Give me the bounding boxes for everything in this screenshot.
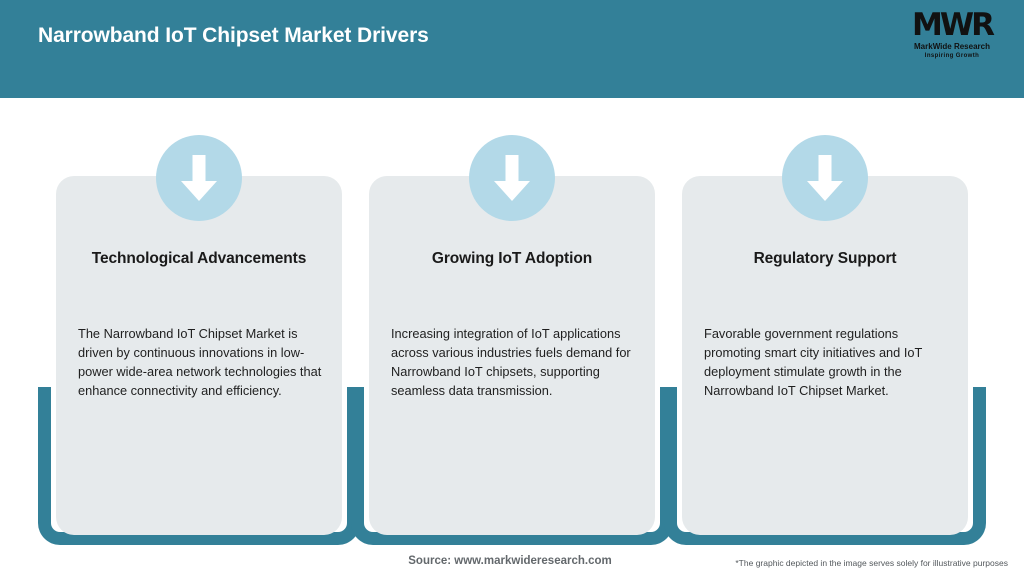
card-body-text: Increasing integration of IoT applicatio… bbox=[391, 326, 631, 398]
card-panel bbox=[369, 176, 655, 535]
driver-card: Growing IoT Adoption Increasing integrat… bbox=[351, 98, 673, 548]
down-arrow-icon bbox=[156, 135, 242, 221]
markwide-research-logo: MWR MarkWide Research Inspiring Growth bbox=[898, 8, 1006, 66]
card-panel bbox=[56, 176, 342, 535]
card-panel bbox=[682, 176, 968, 535]
card-title: Growing IoT Adoption bbox=[431, 250, 593, 267]
card-body-text: Favorable government regulations promoti… bbox=[704, 326, 923, 398]
down-arrow-icon bbox=[782, 135, 868, 221]
illustrative-disclaimer: *The graphic depicted in the image serve… bbox=[735, 558, 1008, 568]
logo-company-name: MarkWide Research bbox=[914, 42, 990, 51]
driver-cards-row: Technological Advancements The Narrowban… bbox=[0, 98, 1024, 548]
logo-tagline: Inspiring Growth bbox=[924, 53, 980, 59]
card-body-text: The Narrowband IoT Chipset Market is dri… bbox=[78, 326, 322, 398]
card-accent-bracket bbox=[664, 387, 986, 545]
driver-card: Regulatory Support Favorable government … bbox=[664, 98, 986, 548]
card-title: Technological Advancements bbox=[91, 250, 307, 267]
down-arrow-icon bbox=[469, 135, 555, 221]
card-title: Regulatory Support bbox=[753, 250, 897, 267]
driver-card: Technological Advancements The Narrowban… bbox=[38, 98, 360, 548]
page-title: Narrowband IoT Chipset Market Drivers bbox=[38, 24, 429, 47]
source-attribution: Source: www.markwideresearch.com bbox=[408, 555, 612, 567]
logo-monogram: MWR bbox=[912, 7, 995, 43]
header-band: Narrowband IoT Chipset Market Drivers MW… bbox=[0, 0, 1024, 98]
